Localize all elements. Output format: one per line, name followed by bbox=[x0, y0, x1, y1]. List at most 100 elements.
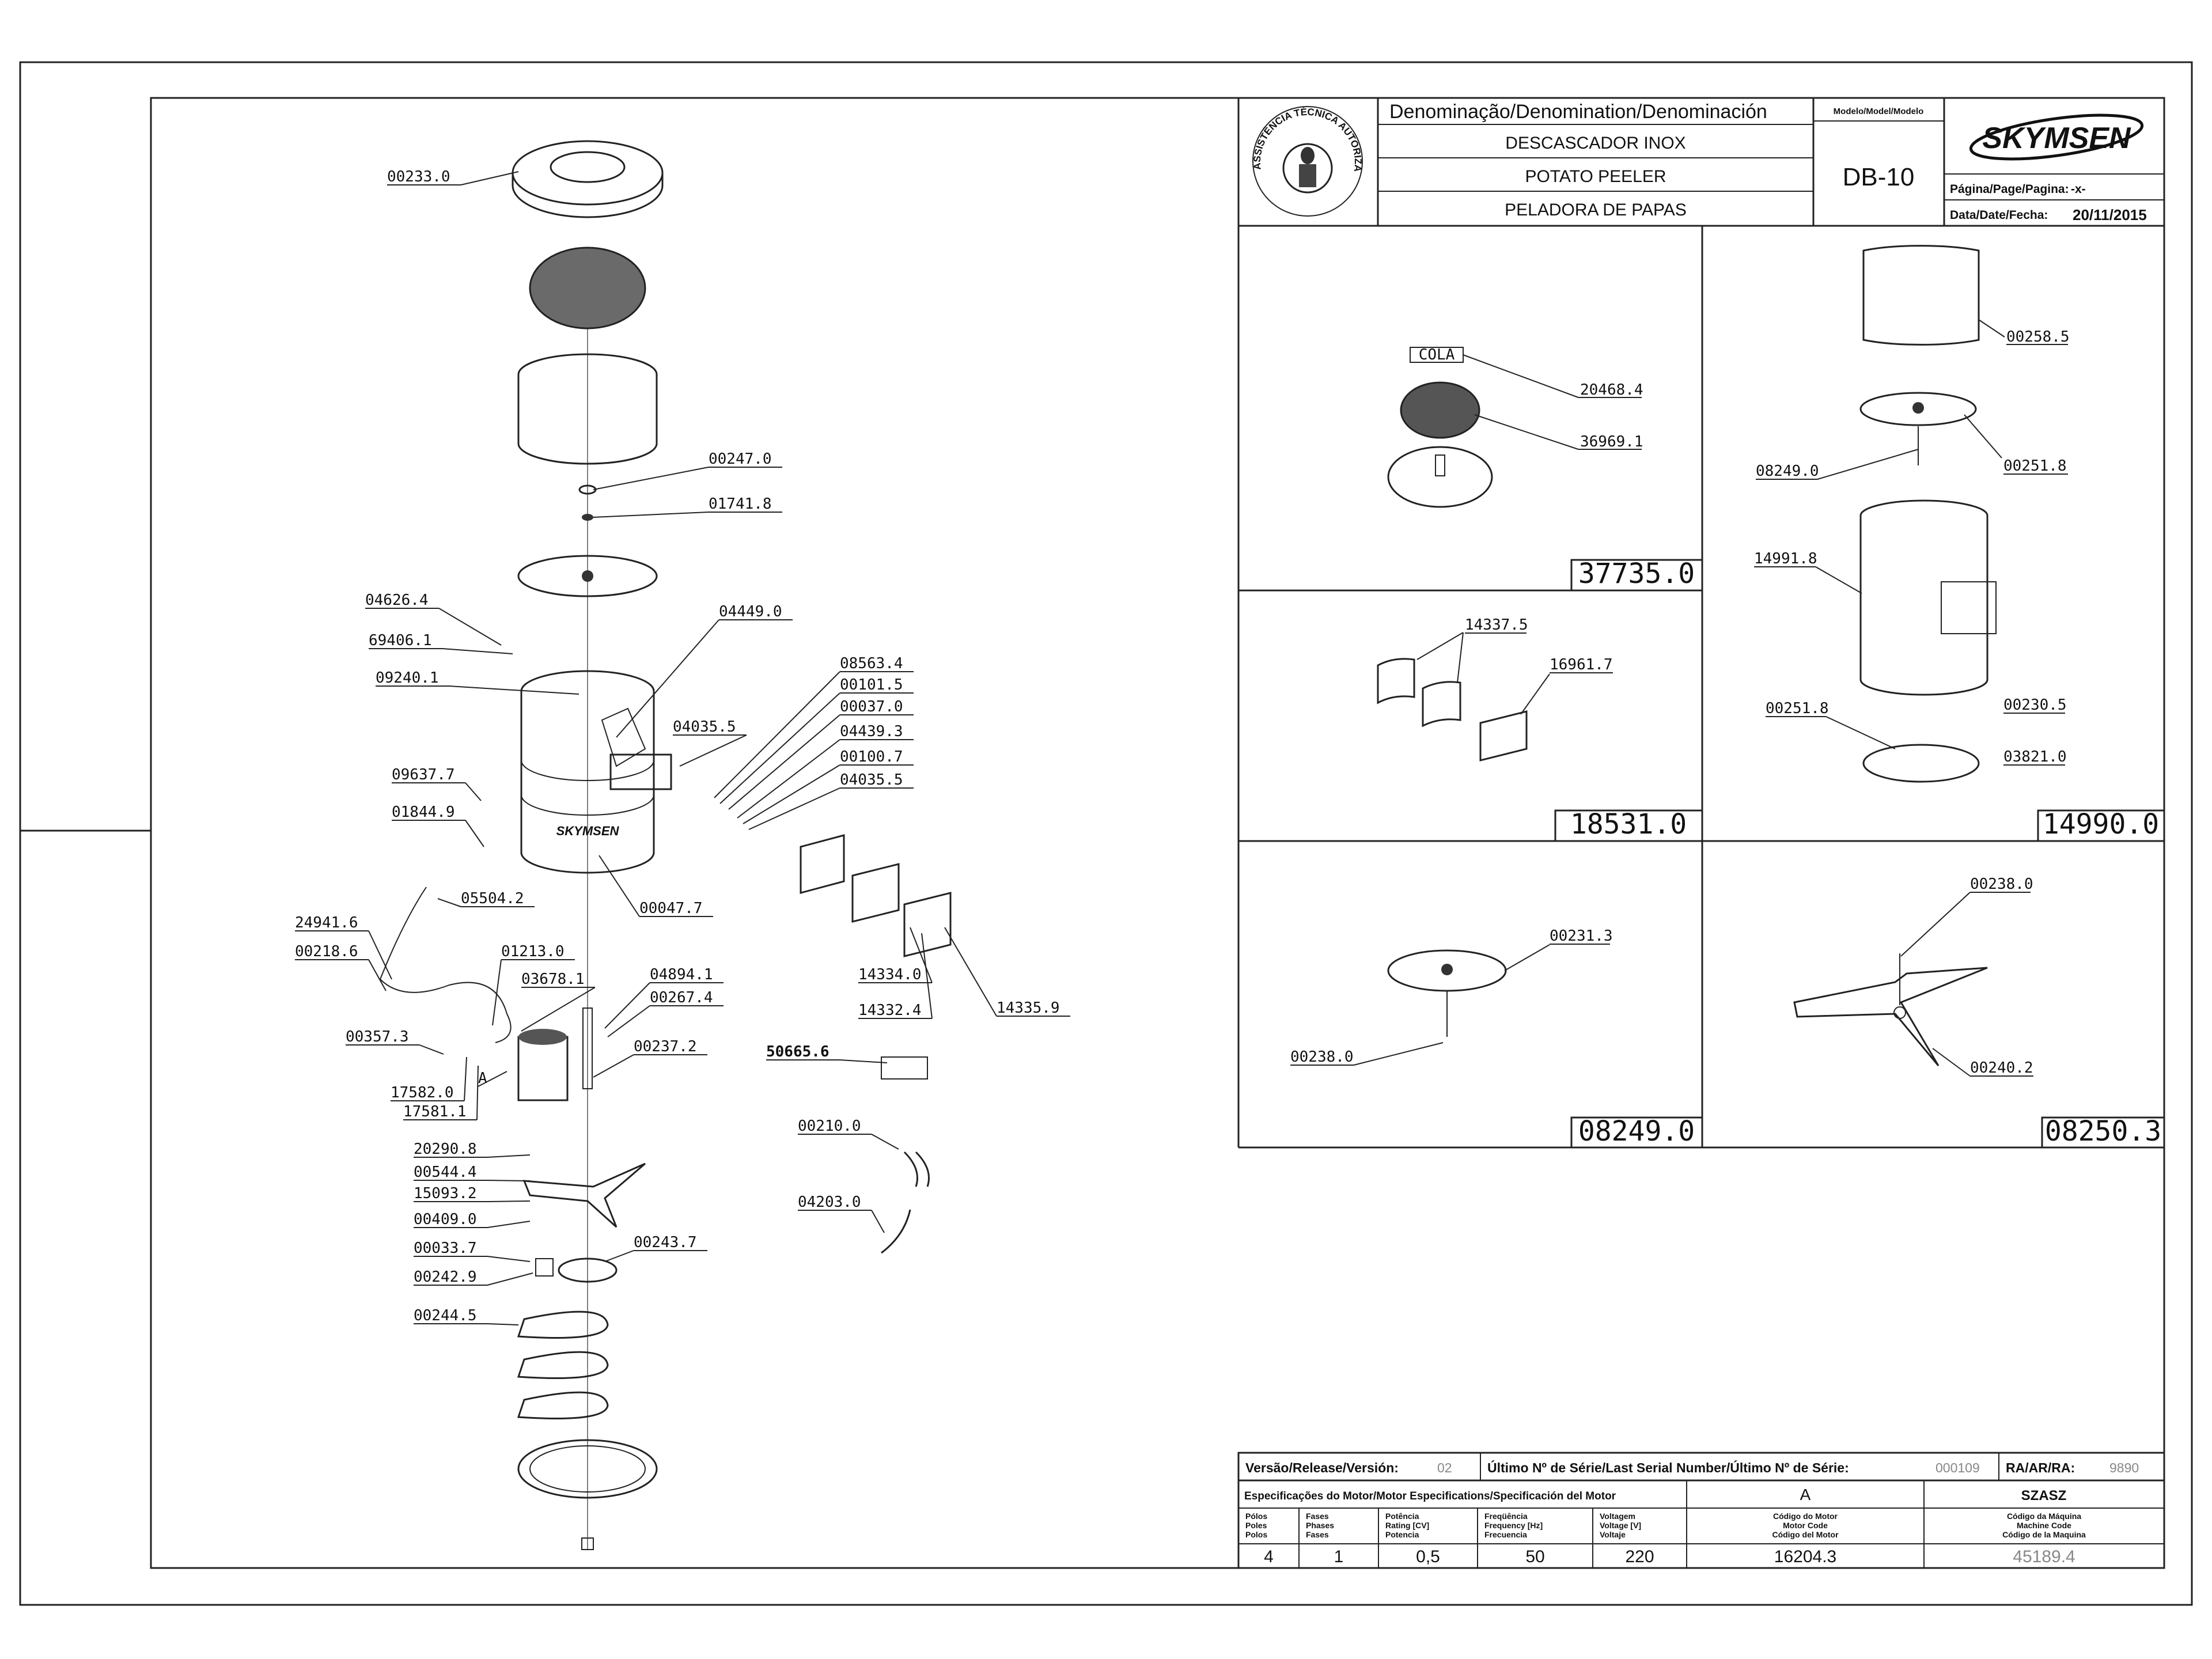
column-header: Fases bbox=[1306, 1512, 1329, 1521]
leader-line bbox=[464, 1056, 467, 1101]
leader-line bbox=[871, 1210, 885, 1233]
title-block: ASSISTÊNCIA TÉCNICA AUTORIZADA Denominaç… bbox=[0, 0, 2165, 227]
main-part-labels: 00233.000247.001741.804626.469406.109240… bbox=[295, 168, 1070, 1325]
panel-code: 14990.0 bbox=[2043, 808, 2159, 840]
part-label: 04203.0 bbox=[798, 1194, 861, 1211]
part-label: 00258.5 bbox=[2006, 328, 2070, 346]
leader-line bbox=[607, 1005, 650, 1037]
part-label: 03821.0 bbox=[2003, 748, 2067, 766]
column-header: Potência bbox=[1385, 1512, 1419, 1521]
leader-line bbox=[465, 782, 482, 801]
leader-line bbox=[476, 1065, 479, 1120]
part-label: 00238.0 bbox=[1970, 876, 2033, 893]
release-label: Versão/Release/Versión: bbox=[1245, 1460, 1399, 1475]
outer-border bbox=[19, 61, 2193, 1606]
leader-line bbox=[438, 608, 502, 646]
part-label: 00101.5 bbox=[840, 676, 903, 694]
column-header: Código de la Maquina bbox=[2002, 1530, 2086, 1539]
part-label: 00233.0 bbox=[387, 168, 450, 185]
part-label: 00544.4 bbox=[414, 1164, 477, 1181]
part-label: 17582.0 bbox=[391, 1084, 454, 1101]
name-pt: DESCASCADOR INOX bbox=[1505, 134, 1685, 153]
part-label: 14335.9 bbox=[997, 999, 1060, 1017]
part-label: 01741.8 bbox=[709, 495, 772, 513]
page-label: Página/Page/Pagina: bbox=[1950, 183, 2069, 196]
part-label: 16961.7 bbox=[1550, 656, 1613, 673]
part-label: 04035.5 bbox=[673, 718, 736, 736]
part-label: 03678.1 bbox=[521, 971, 585, 988]
name-es: PELADORA DE PAPAS bbox=[1505, 200, 1687, 219]
column-header: Motor Code bbox=[1783, 1521, 1828, 1530]
leader-line bbox=[593, 1054, 634, 1078]
leader-line bbox=[714, 671, 840, 798]
part-label: 00237.2 bbox=[634, 1038, 697, 1055]
leader-line bbox=[442, 648, 513, 654]
part-label: 00244.5 bbox=[414, 1307, 477, 1324]
part-label: 15093.2 bbox=[414, 1185, 477, 1202]
leader-line bbox=[593, 512, 709, 518]
column-value: 220 bbox=[1625, 1547, 1654, 1566]
svg-text:SKYMSEN: SKYMSEN bbox=[1982, 122, 2131, 155]
leader-line bbox=[487, 1256, 531, 1262]
release-value: 02 bbox=[1437, 1460, 1452, 1475]
part-label: 00242.9 bbox=[414, 1268, 477, 1286]
seal-text: ASSISTÊNCIA TÉCNICA AUTORIZADA bbox=[0, 0, 1363, 172]
leader-line bbox=[719, 692, 840, 804]
ra-value: 9890 bbox=[2109, 1460, 2139, 1475]
leader-line bbox=[604, 982, 650, 1029]
panel-08250: 08250.3 00238.0 00240.2 bbox=[1793, 876, 2165, 1149]
part-label: 01844.9 bbox=[392, 804, 455, 821]
barrel-logo: SKYMSEN bbox=[556, 824, 620, 838]
motor-version: A bbox=[1800, 1486, 1811, 1503]
part-label: 04035.5 bbox=[840, 771, 903, 789]
leader-line bbox=[910, 927, 933, 983]
column-header: Poles bbox=[1245, 1521, 1267, 1530]
model-value: DB-10 bbox=[1843, 163, 1915, 191]
serial-label: Último Nº de Série/Last Serial Number/Úl… bbox=[1487, 1460, 1849, 1475]
leader-line bbox=[492, 959, 502, 1026]
column-header: Fases bbox=[1306, 1530, 1329, 1539]
column-header: Voltagem bbox=[1600, 1512, 1635, 1521]
panel-18531: 18531.0 14337.5 16961.7 bbox=[1377, 616, 1703, 842]
leader-line bbox=[487, 1180, 531, 1181]
part-label: 24941.6 bbox=[295, 914, 358, 931]
part-label: 00267.4 bbox=[650, 989, 713, 1006]
column-value: 45189.4 bbox=[2013, 1547, 2075, 1566]
main-exploded-view: SKYMSEN bbox=[379, 140, 952, 1550]
part-label: 14991.8 bbox=[1754, 550, 1817, 567]
leader-line bbox=[487, 1221, 531, 1228]
leader-line bbox=[521, 987, 596, 1032]
date-value: 20/11/2015 bbox=[2073, 206, 2147, 224]
part-label: 69406.1 bbox=[369, 632, 432, 649]
leader-line bbox=[487, 1154, 531, 1158]
part-label: 00218.6 bbox=[295, 943, 358, 960]
leader-line bbox=[593, 467, 709, 490]
leader-line bbox=[839, 1059, 888, 1063]
date-label: Data/Date/Fecha: bbox=[1950, 209, 2048, 222]
column-header: Código do Motor bbox=[1773, 1512, 1838, 1521]
footer-columns: PólosPolesPolos4FasesPhasesFases1Potênci… bbox=[1245, 1512, 2086, 1566]
part-label: 00231.3 bbox=[1550, 927, 1613, 945]
part-label: 00033.7 bbox=[414, 1240, 477, 1257]
column-header: Frecuencia bbox=[1484, 1530, 1527, 1539]
column-header: Voltage [V] bbox=[1600, 1521, 1641, 1530]
denomination-heading: Denominação/Denomination/Denominación bbox=[1389, 101, 1767, 123]
panel-14990: 14990.0 00258.5 08249.0 00251.8 14991.8 … bbox=[1754, 245, 2165, 842]
machine-version: SZASZ bbox=[2021, 1488, 2067, 1503]
page-value: -x- bbox=[2071, 183, 2086, 196]
part-label: 08563.4 bbox=[840, 655, 903, 672]
part-label: 00037.0 bbox=[840, 698, 903, 715]
footer-table: Versão/Release/Versión: 02 Último Nº de … bbox=[1237, 1452, 2165, 1569]
part-label: 50665.6 bbox=[766, 1043, 830, 1060]
part-label: 04439.3 bbox=[840, 723, 903, 740]
column-value: 16204.3 bbox=[1774, 1547, 1836, 1566]
leader-line bbox=[437, 898, 461, 907]
part-label: 00238.0 bbox=[1290, 1048, 1354, 1066]
inner-border bbox=[150, 97, 2165, 1569]
leader-line bbox=[478, 1071, 507, 1087]
part-label: 09637.7 bbox=[392, 766, 455, 783]
cola-note: COLA bbox=[1419, 346, 1455, 363]
leader-line bbox=[487, 1272, 533, 1286]
part-label: 04449.0 bbox=[719, 603, 782, 620]
